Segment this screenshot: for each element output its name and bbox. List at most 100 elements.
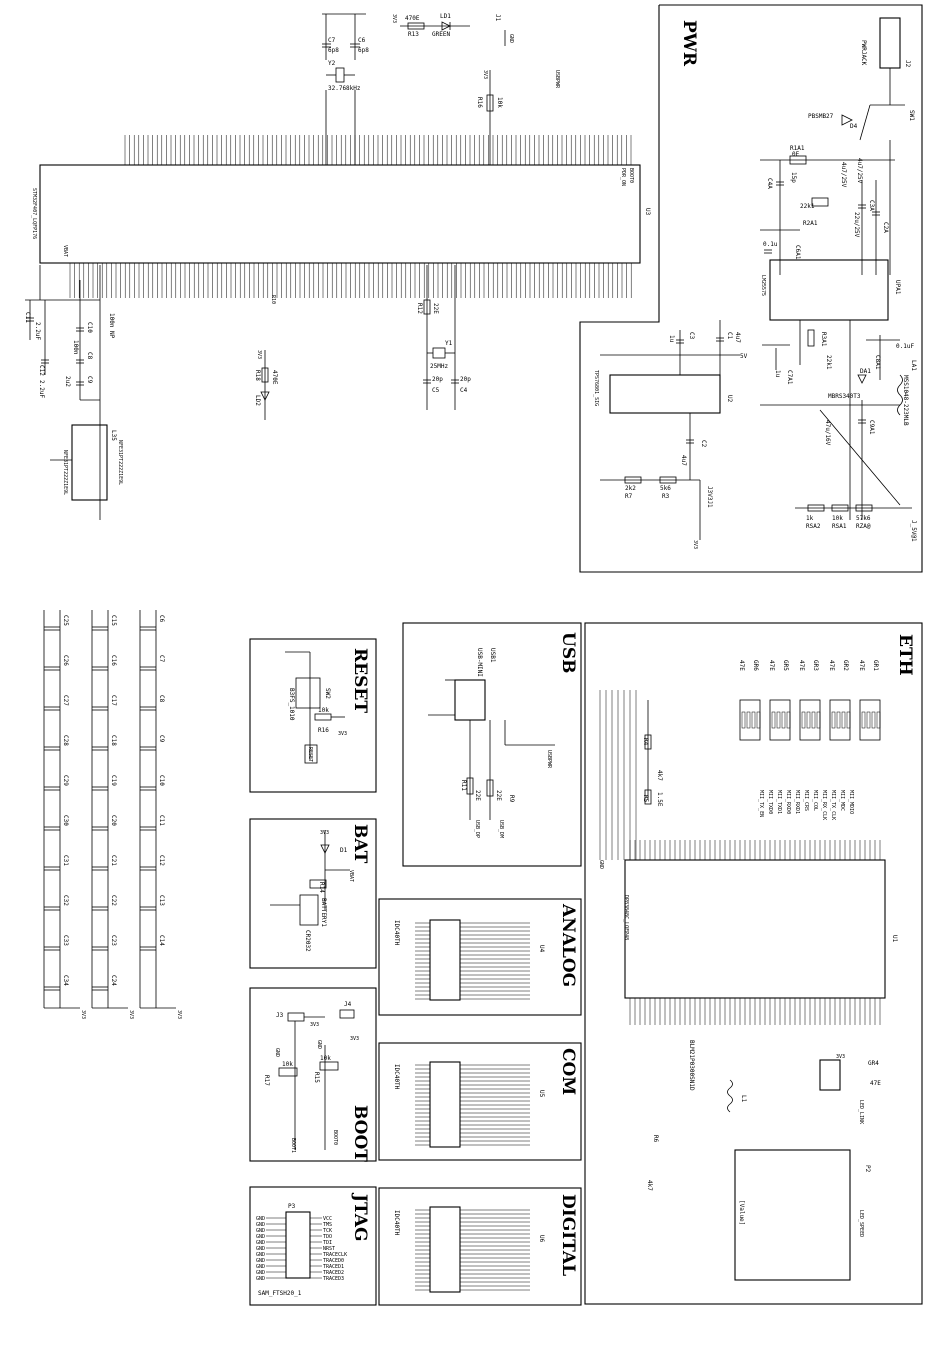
c6-value: 6p8 [358,47,369,54]
svg-text:L35: L35 [110,430,117,441]
mii-net: MII_COL [812,790,818,811]
gr-array-label: GR5 [782,660,789,671]
svg-text:U4: U4 [538,945,545,953]
jtag-gnd-label: GND [256,1240,265,1246]
usb-frame [402,622,582,867]
svg-text:GR4: GR4 [868,1060,879,1067]
svg-text:RSA1: RSA1 [832,523,847,530]
ld1-label: LD1 [440,13,451,20]
gr-array-value: 47E [798,660,805,671]
svg-text:LM25575: LM25575 [760,275,766,296]
mii-net: MII_RXD1 [794,790,800,814]
c7-value: 6p8 [328,47,339,54]
svg-text:R17: R17 [263,1075,270,1086]
svg-text:470E: 470E [271,370,278,385]
svg-text:C7A1: C7A1 [786,370,793,385]
svg-text:C5: C5 [432,387,440,394]
r13-value: 470E [405,15,420,22]
svg-text:10k: 10k [282,1061,293,1068]
svg-text:D4: D4 [850,123,858,130]
svg-text:C12: C12 [38,365,45,376]
title-digital: DIGITAL [558,1194,578,1276]
boot-frame [249,987,377,1162]
svg-text:5k6: 5k6 [660,485,671,492]
mii-net: MII_MDIO [848,790,854,814]
usb-block: USB-MINI USB1 USBPWR R11 22E R9 22E USB_… [428,648,555,838]
svg-text:NFE31PT222Z1E9L: NFE31PT222Z1E9L [62,450,68,495]
svg-text:C8A1: C8A1 [874,355,881,370]
svg-text:P2: P2 [864,1165,871,1173]
l35-filter [71,424,108,501]
svg-text:U6: U6 [538,1235,545,1243]
decoupling-cap-label: C10 [158,775,165,786]
svg-text:1u: 1u [668,335,675,343]
svg-text:Y1: Y1 [445,340,453,347]
decoupling-cap-label: C23 [110,935,117,946]
jtag-gnd-label: GND [256,1264,265,1270]
svg-text:R12: R12 [416,303,423,314]
pwrjack-symbol [879,17,901,69]
decoupling-cap-label: C24 [110,975,117,986]
decoupling-cap-label: C32 [62,895,69,906]
svg-text:SW2: SW2 [324,688,331,699]
svg-text:R9: R9 [508,795,515,803]
gr-array-label: GR1 [872,660,879,671]
svg-text:2k2: 2k2 [625,485,636,492]
decoupling-cap-label: C11 [158,815,165,826]
j3-symbol [287,1012,305,1022]
svg-text:2u2: 2u2 [64,376,71,387]
mcu-part: STM32F407_LQFP176 [31,188,37,239]
jtag-gnd-label: GND [256,1246,265,1252]
mii-net: MII_CRS [803,790,809,811]
svg-text:IDC40TH: IDC40TH [393,1064,400,1090]
section-titles: PWR ETH USB RESET BAT BOOT JTAG ANALOG C… [350,20,915,1276]
mcu-body [39,164,641,264]
jtag-gnd-label: GND [256,1252,265,1258]
decoupling-cap-label: C21 [110,855,117,866]
svg-text:USB_DP: USB_DP [474,820,480,838]
decoupling-cap-label: C19 [110,775,117,786]
svg-text:R16: R16 [318,727,329,734]
p3-connector [285,1211,311,1279]
decoupling-cap-label: C22 [110,895,117,906]
title-com: COM [558,1048,578,1095]
decoupling-cap-label: C34 [62,975,69,986]
j1-gnd: GND [508,34,514,43]
svg-text:J_5V@1: J_5V@1 [910,520,917,542]
svg-text:J3: J3 [276,1012,284,1019]
svg-text:USBPWR: USBPWR [546,750,552,769]
svg-text:4k7: 4k7 [646,1180,653,1191]
decoupling-cap-label: C15 [110,615,117,626]
svg-text:1u: 1u [774,370,781,378]
gr4-array [819,1059,841,1091]
svg-text:3V3: 3V3 [310,1022,319,1028]
decoupling-3v3: 3V3 [176,1010,182,1019]
svg-text:SAM_FTSH20_1: SAM_FTSH20_1 [258,1290,302,1297]
svg-text:J4: J4 [344,1001,352,1008]
jtag-block: P3 SAM_FTSH20_1 VCCGNDTMSGNDTCKGNDTDOGND… [256,1203,347,1297]
reset-frame [249,638,377,793]
svg-text:2.2uF: 2.2uF [34,322,41,340]
svg-text:R4: R4 [642,738,649,746]
decoupling-cap-label: C16 [110,655,117,666]
svg-text:C9A1: C9A1 [868,420,875,435]
decoupling-cap-label: C14 [158,935,165,946]
svg-text:1.5E: 1.5E [656,792,663,807]
decoupling-cap-label: C6 [158,615,165,623]
r16-value: 10k [496,97,503,108]
svg-text:47E: 47E [870,1080,881,1087]
svg-text:10k: 10k [320,1055,331,1062]
svg-text:100n: 100n [72,340,79,355]
svg-text:USB1: USB1 [489,648,496,663]
svg-text:4u7/25V: 4u7/25V [856,158,863,184]
bat-block: 3V3 D1 VBAT R14 BATTERY1 CR2032 [270,830,354,952]
title-bat: BAT [350,824,370,864]
gr-array-value: 47E [828,660,835,671]
svg-text:[Value]: [Value] [738,1200,745,1225]
svg-text:BOOT1: BOOT1 [290,1138,296,1153]
jtag-gnd-label: GND [256,1276,265,1282]
svg-text:RESET: RESET [307,747,313,762]
title-eth: ETH [895,634,915,676]
